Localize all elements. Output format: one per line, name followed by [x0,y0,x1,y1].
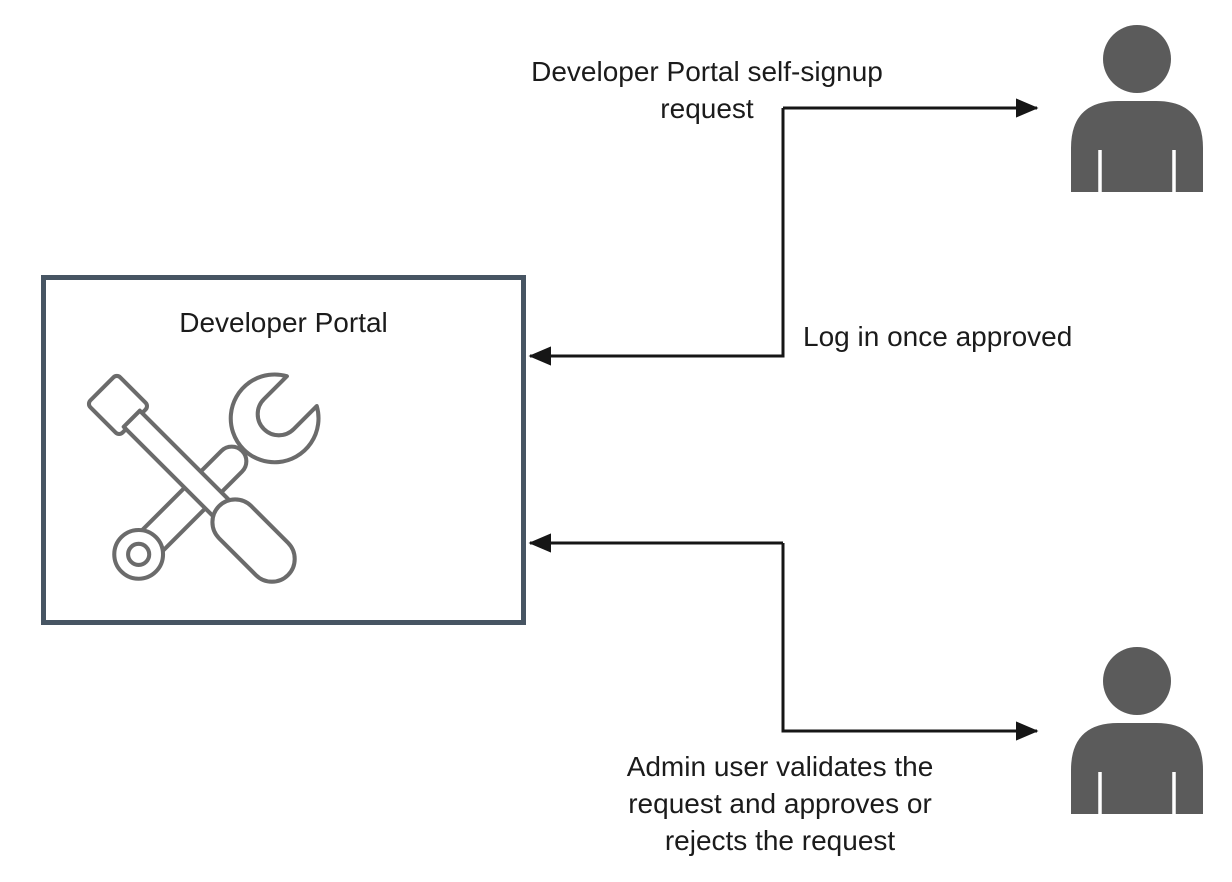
signup-request-label: Developer Portal self-signup request [531,56,883,124]
admin-person-icon [1071,647,1203,814]
login-line [528,108,785,366]
admin-validate-label: Admin user validates the request and app… [626,751,934,856]
portal-box-title: Developer Portal [179,307,388,338]
developer-portal-box: Developer Portal [41,275,526,625]
tools-icon [86,372,321,584]
developer-person-icon [1071,25,1203,192]
login-label: Log in once approved [803,321,1073,352]
admin-notify-line [781,543,1039,741]
